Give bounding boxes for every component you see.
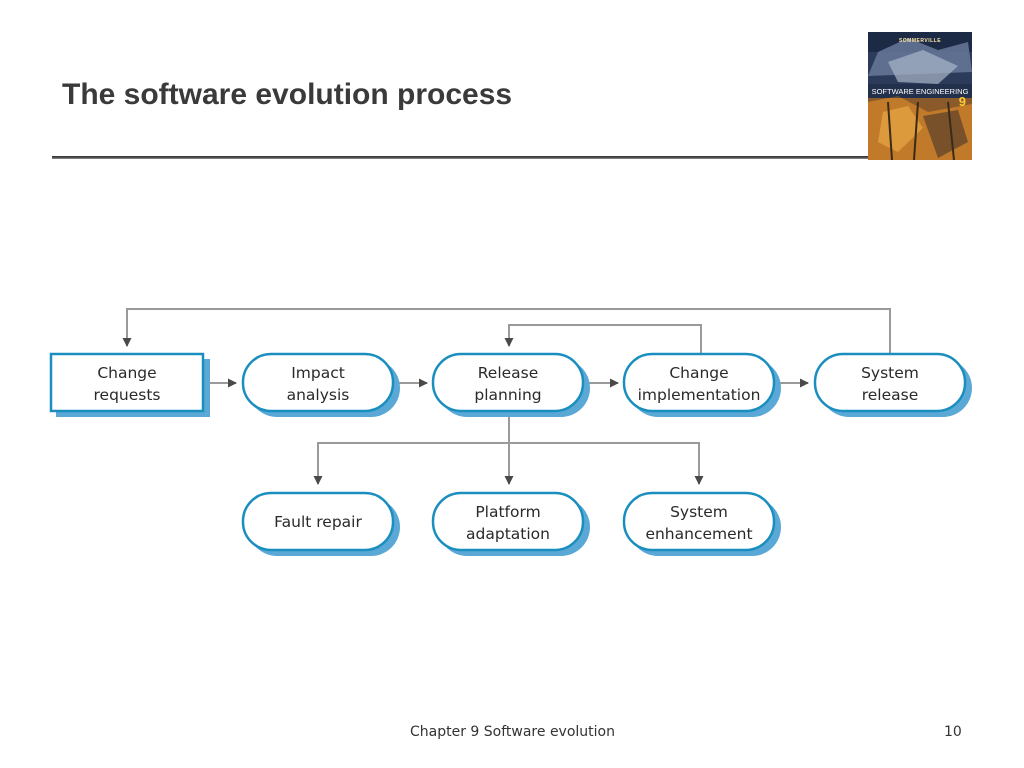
node-platform-adaptation-line1: Platform — [475, 503, 540, 521]
node-system-enhancement-line1: System — [670, 503, 728, 521]
feedback-loop-change-implementation — [504, 324, 702, 355]
slide-title: The software evolution process — [62, 78, 513, 111]
node-change-implementation-line1: Change — [669, 364, 728, 382]
node-fault-repair: Fault repair — [241, 491, 400, 556]
footer-chapter: Chapter 9 Software evolution — [410, 724, 615, 740]
book-cover-author: SOMMERVILLE — [899, 38, 941, 44]
node-impact-analysis-line2: analysis — [287, 386, 350, 404]
page-number: 10 — [944, 724, 962, 740]
node-impact-analysis-line1: Impact — [291, 364, 345, 382]
node-release-planning-line2: planning — [474, 386, 541, 404]
node-system-enhancement-line2: enhancement — [645, 525, 752, 543]
node-change-requests-line1: Change — [97, 364, 156, 382]
node-system-release: System release — [813, 352, 972, 417]
book-cover-image: SOMMERVILLE SOFTWARE ENGINEERING 9 — [868, 32, 972, 160]
book-cover-title: SOFTWARE ENGINEERING — [872, 87, 969, 96]
node-change-requests-line2: requests — [94, 386, 161, 404]
node-change-requests: Change requests — [49, 352, 210, 417]
node-release-planning-line1: Release — [478, 364, 539, 382]
feedback-loop-system-release — [122, 308, 891, 355]
node-release-planning: Release planning — [431, 352, 590, 417]
node-fault-repair-label: Fault repair — [274, 513, 362, 531]
book-cover-edition: 9 — [959, 94, 966, 109]
title-divider — [52, 156, 870, 159]
node-system-release-line2: release — [862, 386, 919, 404]
node-impact-analysis: Impact analysis — [241, 352, 400, 417]
node-change-implementation: Change implementation — [622, 352, 781, 417]
node-change-implementation-line2: implementation — [638, 386, 761, 404]
node-platform-adaptation: Platform adaptation — [431, 491, 590, 556]
node-platform-adaptation-line2: adaptation — [466, 525, 550, 543]
node-system-release-line1: System — [861, 364, 919, 382]
node-system-enhancement: System enhancement — [622, 491, 781, 556]
